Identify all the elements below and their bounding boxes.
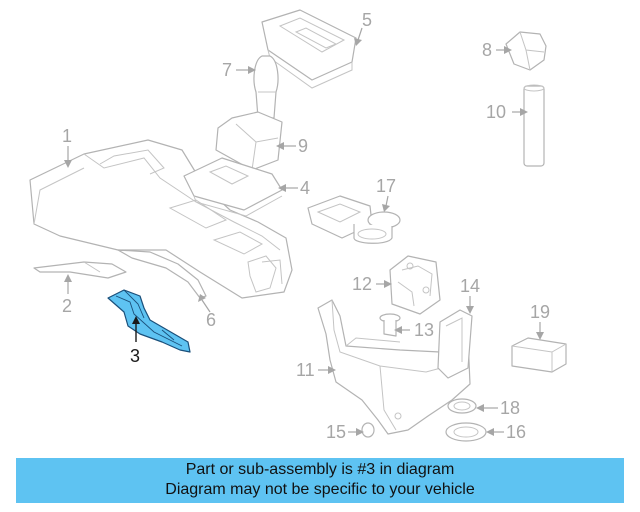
callout-19: 19: [530, 302, 550, 322]
callout-4: 4: [300, 178, 310, 198]
banner-line-disclaimer: Diagram may not be specific to your vehi…: [165, 481, 475, 498]
banner-line-part-number: Part or sub-assembly is #3 in diagram: [185, 461, 455, 478]
callout-2: 2: [62, 296, 72, 316]
part-19-tray[interactable]: [511, 337, 567, 373]
leader-lines: [64, 27, 544, 436]
part-4-bezel[interactable]: [183, 157, 283, 217]
callout-15: 15: [326, 422, 346, 442]
part-1-center-console[interactable]: [29, 139, 293, 299]
part-11-rear-console[interactable]: [317, 299, 471, 435]
part-8-knob[interactable]: [505, 31, 547, 71]
callout-12: 12: [352, 274, 372, 294]
callout-1: 1: [62, 126, 72, 146]
part-3-bracket[interactable]: [107, 289, 191, 353]
part-2-trim-strip[interactable]: [33, 261, 127, 279]
callout-labels: 1 2 3 4 5 6 7 8 9 10 11 12 13 14 15 16 1…: [62, 10, 550, 442]
part-14-lid[interactable]: [437, 309, 473, 379]
part-13-clip[interactable]: [379, 313, 401, 337]
part-12-bracket[interactable]: [389, 255, 441, 315]
part-10-rod[interactable]: [523, 84, 545, 167]
part-16-lower-ring[interactable]: [445, 422, 487, 442]
callout-5: 5: [362, 10, 372, 30]
callout-14: 14: [460, 276, 480, 296]
callout-17: 17: [376, 176, 396, 196]
callout-9: 9: [298, 136, 308, 156]
callout-16: 16: [506, 422, 526, 442]
part-5-shift-bezel[interactable]: [261, 9, 357, 89]
callout-8: 8: [482, 40, 492, 60]
callout-13: 13: [414, 320, 434, 340]
info-banner: Part or sub-assembly is #3 in diagram Di…: [16, 458, 624, 503]
callout-6: 6: [206, 310, 216, 330]
callout-18: 18: [500, 398, 520, 418]
part-18-cup-ring[interactable]: [447, 398, 477, 414]
part-15-plug[interactable]: [361, 422, 375, 438]
callout-10: 10: [486, 102, 506, 122]
callout-3[interactable]: 3: [130, 346, 140, 366]
part-17-cup-holder[interactable]: [307, 195, 401, 244]
part-7-shift-lever[interactable]: [253, 55, 279, 119]
callout-7: 7: [222, 60, 232, 80]
part-9-shift-boot[interactable]: [215, 111, 283, 171]
callout-11: 11: [296, 360, 315, 380]
